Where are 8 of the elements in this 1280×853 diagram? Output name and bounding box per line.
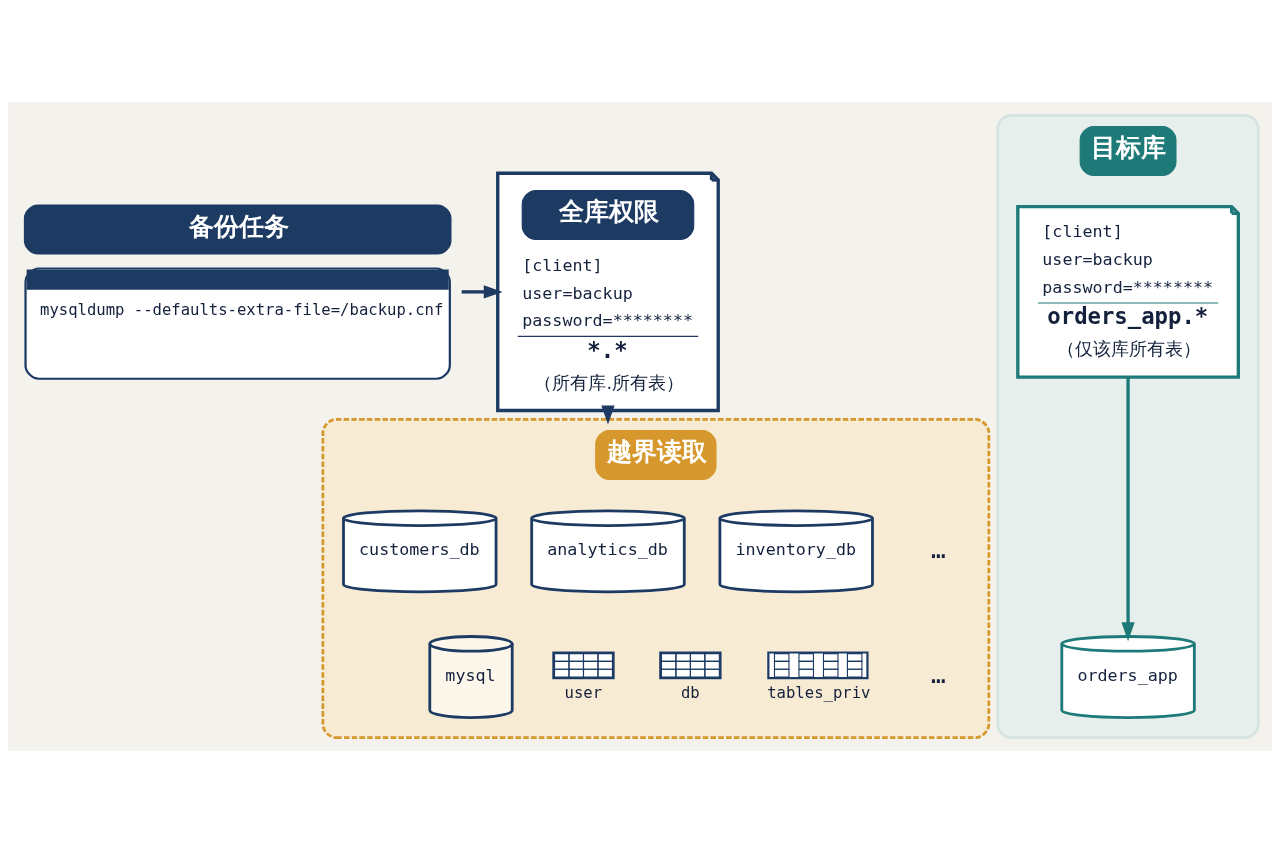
arrow bbox=[601, 405, 615, 425]
label: … bbox=[930, 660, 946, 690]
node-label: user bbox=[564, 684, 603, 703]
node-label: tables_priv bbox=[767, 684, 871, 703]
arrow bbox=[1121, 377, 1135, 642]
node-label: db bbox=[680, 684, 700, 703]
label: … bbox=[930, 534, 946, 564]
arrow bbox=[461, 285, 503, 299]
